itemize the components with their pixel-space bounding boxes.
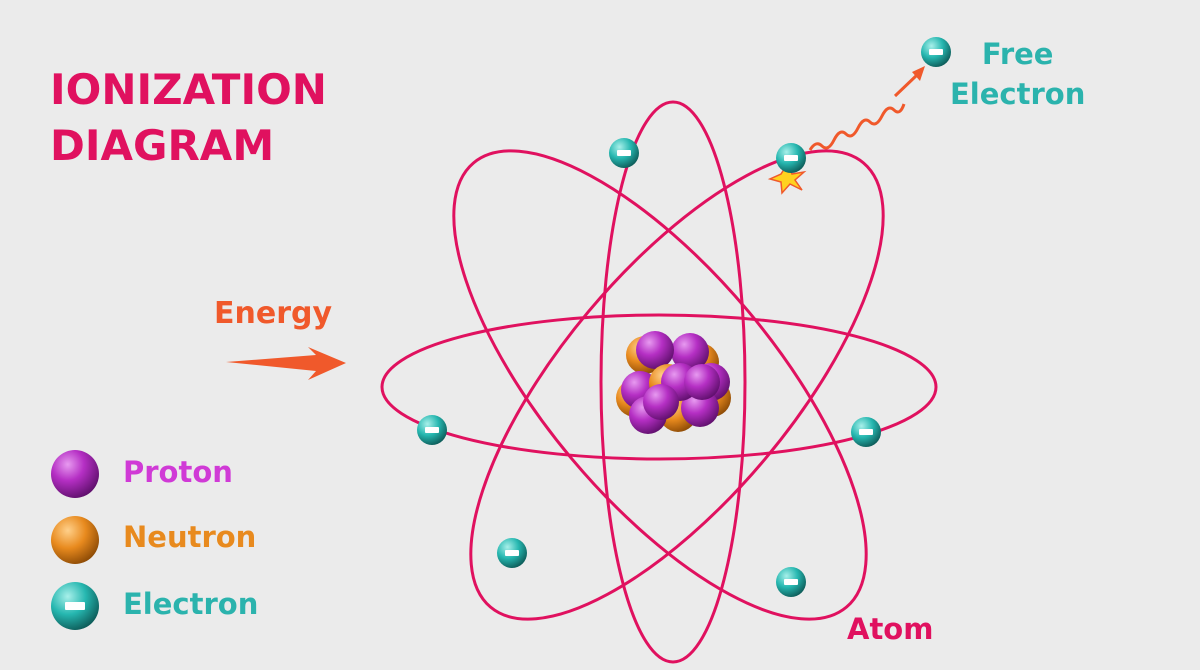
- free-electron-label-line-2: Electron: [950, 77, 1086, 111]
- orbits: [380, 100, 938, 664]
- electron-icon: [497, 538, 527, 568]
- collision-spark-icon: [767, 161, 807, 195]
- proton: [681, 389, 719, 427]
- electron-sphere-icon: [51, 582, 99, 630]
- title-line-1: IONIZATION: [50, 65, 327, 114]
- energy-arrow: [226, 347, 346, 380]
- proton: [671, 333, 709, 371]
- proton: [636, 331, 674, 369]
- electron-icon: [851, 417, 881, 447]
- free-electron-label-line-1: Free: [981, 37, 1054, 71]
- legend-icons: [51, 450, 99, 630]
- free-electron-icon: [921, 37, 951, 67]
- title-line-2: DIAGRAM: [50, 121, 275, 170]
- legend-electron-label: Electron: [123, 587, 259, 621]
- orbit-horizontal: [380, 313, 938, 461]
- legend-proton-label: Proton: [123, 455, 233, 489]
- legend-neutron-label: Neutron: [123, 520, 257, 554]
- orbit-diagonal-left: [452, 149, 868, 621]
- proton: [684, 364, 720, 400]
- free-electron-label: Free Electron: [950, 34, 1085, 114]
- electron-icon: [776, 567, 806, 597]
- electrons: [417, 37, 951, 597]
- electron-icon: [417, 415, 447, 445]
- orbit-diagonal-right: [469, 149, 885, 621]
- emission-wave: [808, 66, 925, 151]
- orbit-vertical: [599, 100, 747, 664]
- diagram-title: IONIZATION DIAGRAM: [50, 62, 327, 174]
- energy-label: Energy: [214, 296, 333, 331]
- nucleus: [616, 331, 731, 434]
- electron-icon: [609, 138, 639, 168]
- neutron-sphere-icon: [51, 516, 99, 564]
- proton: [643, 384, 679, 420]
- proton-sphere-icon: [51, 450, 99, 498]
- electron-icon: [776, 143, 806, 173]
- atom-label: Atom: [847, 612, 934, 646]
